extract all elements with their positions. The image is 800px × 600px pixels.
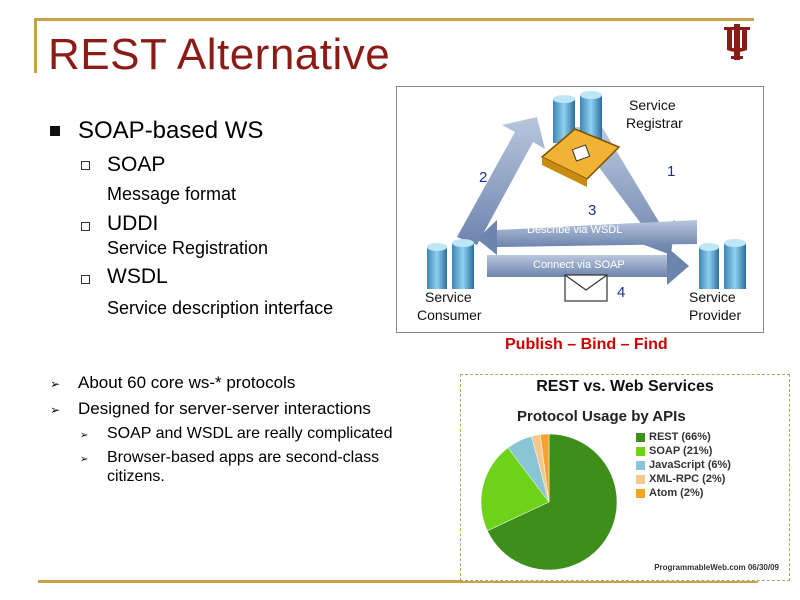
- bullet-soap-based-ws: SOAP-based WS: [78, 117, 264, 144]
- soa-diagram-graphic: [427, 91, 746, 302]
- chart-title: REST vs. Web Services: [536, 378, 714, 395]
- bullet-uddi: UDDI: [107, 212, 159, 235]
- provider-label-1: Service: [689, 289, 736, 305]
- arrow-bullet-icon: ➢: [80, 454, 89, 465]
- step-number-4: 4: [617, 284, 626, 301]
- chart-credit: ProgrammableWeb.com 06/30/09: [654, 563, 779, 572]
- consumer-label-2: Consumer: [417, 307, 482, 323]
- legend-label: XML-RPC (2%): [649, 473, 726, 485]
- step-number-2: 2: [479, 169, 488, 186]
- arrow-bullet-icon: ➢: [80, 430, 89, 441]
- legend-label: REST (66%): [649, 431, 711, 443]
- legend-label: Atom (2%): [649, 487, 704, 499]
- registrar-label-2: Registrar: [626, 115, 683, 131]
- university-logo-icon: [720, 24, 754, 60]
- soap-description: Message format: [107, 184, 237, 204]
- chart-subtitle: Protocol Usage by APIs: [517, 408, 686, 425]
- registrar-label-1: Service: [629, 97, 676, 113]
- pie-slice-4: [539, 433, 550, 503]
- bullet-designed: Designed for server-server interactions: [78, 399, 371, 418]
- bullet-browser-line1: Browser-based apps are second-class: [107, 449, 380, 466]
- step-number-3: 3: [588, 202, 597, 219]
- legend-swatch: [636, 433, 645, 442]
- bullet-wsdl: WSDL: [107, 265, 168, 288]
- bullet-hollow: [81, 161, 90, 170]
- frame-bottom-rule: [38, 580, 758, 583]
- bullet-soap: SOAP: [107, 153, 166, 176]
- slide-title: REST Alternative: [48, 30, 391, 79]
- step-number-1: 1: [667, 163, 676, 180]
- bullet-hollow: [81, 222, 90, 231]
- diagram-caption: Publish – Bind – Find: [505, 336, 668, 353]
- bullet-complicated: SOAP and WSDL are really complicated: [107, 425, 393, 442]
- bullet-browser-line2: citizens.: [107, 468, 165, 485]
- bullet-about-60: About 60 core ws-* protocols: [78, 373, 296, 392]
- pie-chart: [480, 433, 618, 571]
- soa-triangle-diagram: Service Registrar Service Consumer Servi…: [396, 86, 764, 333]
- connect-arrow: [487, 255, 667, 277]
- describe-via-wsdl-label: Describe via WSDL: [527, 224, 623, 236]
- describe-arrow: [497, 220, 697, 247]
- legend-swatch: [636, 489, 645, 498]
- arrow-bullet-icon: ➢: [50, 403, 61, 417]
- legend-swatch: [636, 475, 645, 484]
- find-arrow: [457, 117, 545, 245]
- connect-via-soap-label: Connect via SOAP: [533, 259, 625, 271]
- protocol-usage-chart: REST vs. Web Services Protocol Usage by …: [460, 374, 790, 581]
- arrow-bullet-icon: ➢: [50, 377, 61, 391]
- legend-label: SOAP (21%): [649, 445, 713, 457]
- legend-swatch: [636, 461, 645, 470]
- pie-slice-1: [480, 447, 550, 532]
- uddi-description: Service Registration: [107, 238, 269, 258]
- bullet-square: [50, 126, 60, 136]
- legend-label: JavaScript (6%): [649, 459, 731, 471]
- pie-slice-0: [487, 433, 618, 571]
- frame-top-rule: [34, 18, 754, 21]
- consumer-label-1: Service: [425, 289, 472, 305]
- frame-left-rule: [34, 18, 37, 73]
- bullet-hollow: [81, 275, 90, 284]
- wsdl-description: Service description interface: [107, 298, 334, 318]
- legend-swatch: [636, 447, 645, 456]
- provider-label-2: Provider: [689, 307, 742, 323]
